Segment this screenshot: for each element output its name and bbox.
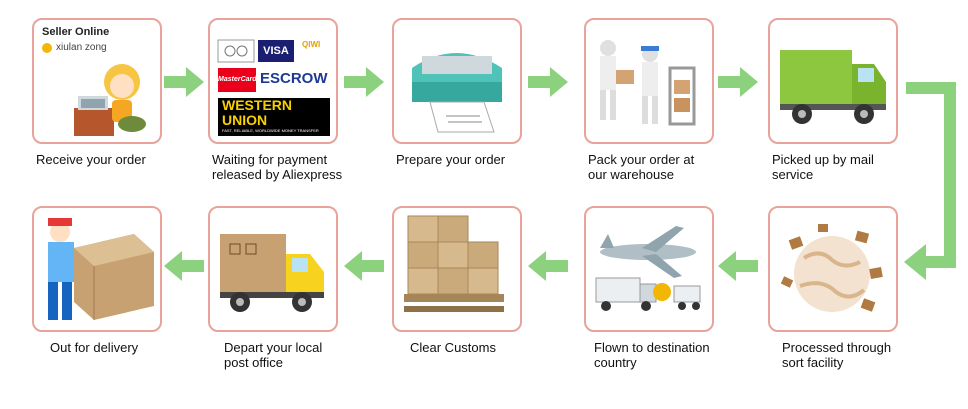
- computer-girl-icon: [74, 64, 146, 136]
- seller-online-title: Seller Online: [42, 26, 110, 38]
- box-truck-icon: [220, 234, 324, 312]
- courier-box-icon: [48, 218, 154, 320]
- label-printer-icon: [412, 53, 502, 133]
- mastercard-logo: MasterCard: [218, 68, 257, 92]
- step-label: Out for delivery: [50, 340, 139, 355]
- airplane-truck-icon: [595, 226, 701, 311]
- step-label: Clear Customs: [410, 340, 496, 355]
- step-label: Waiting for payment released by Aliexpre…: [212, 152, 343, 182]
- western-union-logo: WESTERN UNION FAST, RELIABLE, WORLDWIDE …: [218, 98, 330, 136]
- step-card: [768, 206, 898, 332]
- arrow-left-icon: [528, 251, 568, 281]
- arrow-left-icon: [718, 251, 758, 281]
- arrow-left-icon: [344, 251, 384, 281]
- arrow-down-connector-icon: [904, 82, 956, 280]
- escrow-logo: ESCROW: [260, 70, 328, 87]
- seller-status-icon: [42, 43, 52, 53]
- arrow-right-icon: [718, 67, 758, 97]
- arrow-right-icon: [344, 67, 384, 97]
- step-label: Receive your order: [36, 152, 146, 167]
- step-card: [768, 18, 898, 144]
- step-label: Pack your order at our warehouse: [588, 152, 695, 182]
- step-card: [208, 206, 338, 332]
- payment-logos: [217, 39, 255, 63]
- step-label: Depart your local post office: [224, 340, 323, 370]
- warehouse-worker-icon: [600, 40, 696, 126]
- visa-logo: VISA: [258, 40, 294, 62]
- arrow-left-icon: [164, 251, 204, 281]
- step-card: Seller Online xiulan zong: [32, 18, 162, 144]
- step-label: Processed through sort facility: [782, 340, 892, 370]
- step-card: [392, 18, 522, 144]
- arrow-right-icon: [164, 67, 204, 97]
- globe-parcels-icon: [780, 224, 883, 312]
- step-card: VISA QIWI MasterCard ESCROW WESTERN UNIO…: [208, 18, 338, 144]
- delivery-truck-icon: [780, 50, 886, 124]
- step-card: [392, 206, 522, 332]
- arrow-right-icon: [528, 67, 568, 97]
- step-label: Flown to destination country: [594, 340, 710, 370]
- box-stack-icon: [404, 215, 504, 312]
- step-label: Prepare your order: [396, 152, 506, 167]
- step-label: Picked up by mail service: [772, 152, 874, 182]
- qiwi-logo: QIWI: [302, 40, 321, 49]
- step-card: [584, 18, 714, 144]
- step-card: [32, 206, 162, 332]
- step-card: [584, 206, 714, 332]
- seller-name: xiulan zong: [56, 42, 107, 53]
